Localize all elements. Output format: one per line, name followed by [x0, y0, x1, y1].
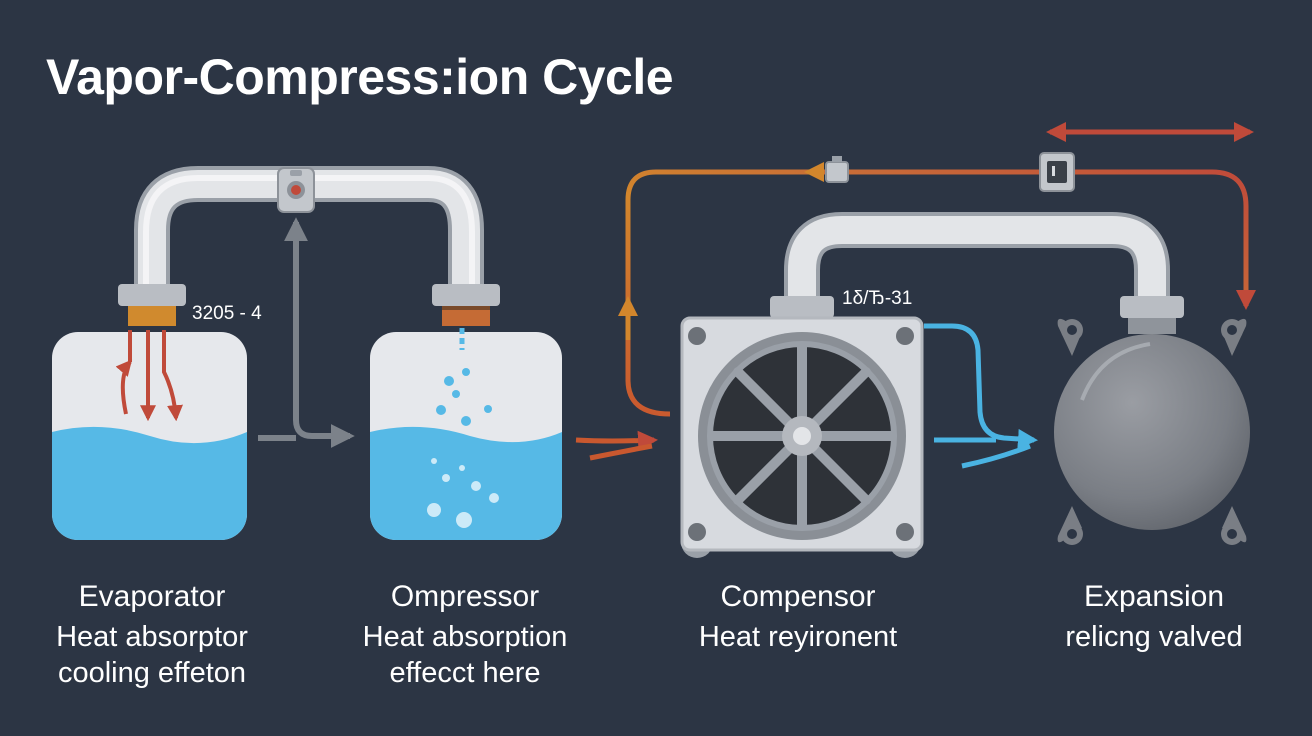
right-readout: 1δ/Ђ-31	[842, 288, 913, 309]
compressor-caption: Ompressor Heat absorption effecct here	[325, 579, 605, 691]
refrigerant-flow-arrow	[575, 430, 658, 461]
component-name: Ompressor	[390, 580, 540, 613]
circulation-loop-arrow	[618, 122, 1256, 417]
component-description-line2: cooling effeton	[57, 657, 247, 689]
component-name: Expansion	[1083, 580, 1225, 613]
component-description-line1: relicng valved	[1065, 621, 1243, 653]
vapor-flow-arrows	[258, 217, 355, 448]
evaporator-caption: Evaporator Heat absorptor cooling effeto…	[12, 579, 292, 691]
diagram-title: Vapor-Compress:ion Cycle	[46, 49, 674, 105]
expansion-caption: Expansion relicng valved	[1014, 579, 1294, 655]
pressure-gauge-icon	[277, 167, 315, 213]
compressor-tank	[370, 328, 562, 540]
component-description-line1: Heat reyironent	[698, 621, 898, 653]
heat-flow-arrows	[115, 330, 183, 422]
left-readout: 3205 - 4	[192, 303, 262, 324]
component-name: Compensor	[720, 580, 876, 613]
compensor-caption: Compensor Heat reyironent	[658, 579, 938, 655]
valve-icon	[825, 156, 849, 183]
sensor-icon	[1039, 152, 1075, 192]
component-description-line1: Heat absorptor	[56, 621, 248, 653]
component-name: Evaporator	[78, 580, 226, 613]
expansion-valve	[1054, 318, 1250, 545]
component-description-line2: effecct here	[389, 657, 541, 689]
cooled-flow-arrow	[924, 323, 1038, 469]
fan-icon	[698, 332, 906, 540]
component-description-line1: Heat absorption	[362, 621, 568, 653]
right-pipe-loop	[770, 212, 1184, 334]
evaporator-tank	[52, 332, 247, 540]
